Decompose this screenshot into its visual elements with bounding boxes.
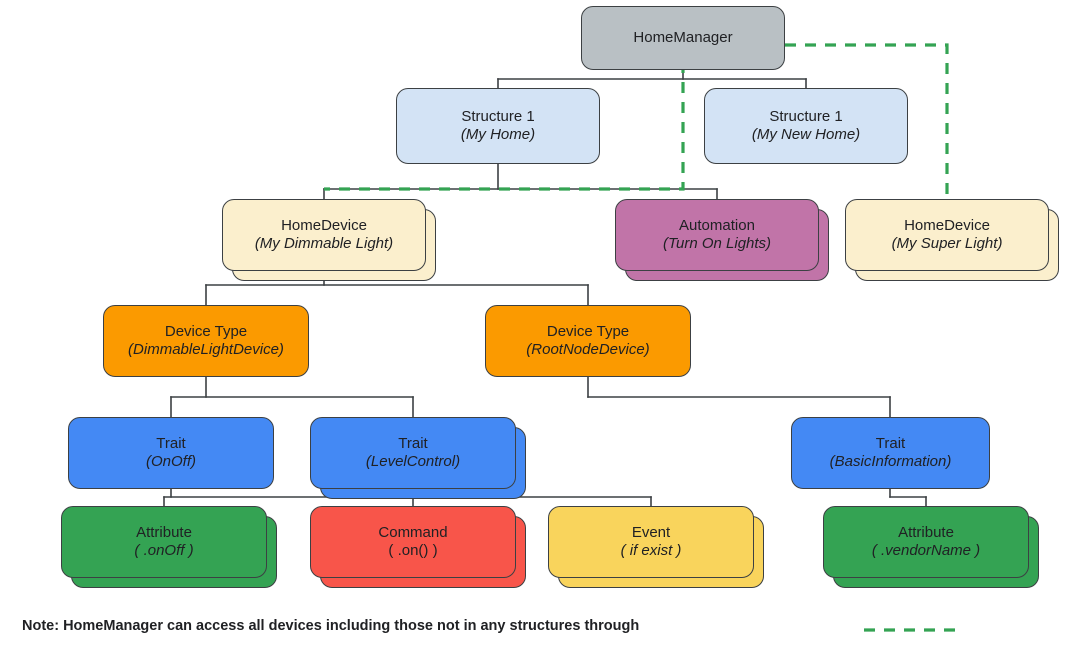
node-attribute-onoff[interactable]: Attribute ( .onOff ) bbox=[61, 506, 267, 578]
node-type-label: Event bbox=[631, 523, 671, 541]
node-type-label: Attribute bbox=[136, 523, 192, 541]
node-event-if-exist[interactable]: Event ( if exist ) bbox=[548, 506, 754, 578]
node-instance-label: (My New Home) bbox=[751, 126, 861, 143]
node-trait-levelcontrol[interactable]: Trait (LevelControl) bbox=[310, 417, 516, 489]
node-instance-label: ( if exist ) bbox=[620, 542, 682, 559]
node-type-label: Structure 1 bbox=[461, 107, 535, 125]
node-instance-label: ( .on() ) bbox=[388, 542, 438, 559]
node-instance-label: (DimmableLightDevice) bbox=[128, 341, 284, 358]
node-instance-label: (RootNodeDevice) bbox=[526, 341, 650, 358]
node-trait-basicinformation[interactable]: Trait (BasicInformation) bbox=[791, 417, 990, 489]
node-type-label: Trait bbox=[875, 434, 906, 452]
node-trait-onoff[interactable]: Trait (OnOff) bbox=[68, 417, 274, 489]
node-command-on[interactable]: Command ( .on() ) bbox=[310, 506, 516, 578]
node-automation-turn-on-lights[interactable]: Automation (Turn On Lights) bbox=[615, 199, 819, 271]
node-structure-my-home[interactable]: Structure 1 (My Home) bbox=[396, 88, 600, 164]
node-instance-label: (My Dimmable Light) bbox=[254, 235, 394, 252]
node-devicetype-rootnodedevice[interactable]: Device Type (RootNodeDevice) bbox=[485, 305, 691, 377]
node-instance-label: (BasicInformation) bbox=[829, 453, 952, 470]
node-type-label: HomeDevice bbox=[904, 216, 990, 234]
node-structure-my-new-home[interactable]: Structure 1 (My New Home) bbox=[704, 88, 908, 164]
node-type-label: Structure 1 bbox=[769, 107, 843, 125]
node-attribute-vendorname[interactable]: Attribute ( .vendorName ) bbox=[823, 506, 1029, 578]
node-homedevice-super-light[interactable]: HomeDevice (My Super Light) bbox=[845, 199, 1049, 271]
node-home-manager[interactable]: HomeManager bbox=[581, 6, 785, 70]
node-type-label: HomeManager bbox=[633, 28, 733, 46]
node-instance-label: (My Super Light) bbox=[891, 235, 1003, 252]
node-devicetype-dimmablelightdevice[interactable]: Device Type (DimmableLightDevice) bbox=[103, 305, 309, 377]
footnote-text: Note: HomeManager can access all devices… bbox=[22, 618, 640, 634]
node-type-label: Automation bbox=[679, 216, 755, 234]
node-type-label: Device Type bbox=[164, 322, 248, 340]
node-instance-label: (My Home) bbox=[460, 126, 536, 143]
node-instance-label: (LevelControl) bbox=[365, 453, 461, 470]
node-type-label: Trait bbox=[398, 434, 428, 452]
node-type-label: Trait bbox=[156, 434, 186, 452]
node-instance-label: ( .vendorName ) bbox=[871, 542, 981, 559]
node-type-label: HomeDevice bbox=[281, 216, 367, 234]
node-instance-label: ( .onOff ) bbox=[134, 542, 194, 559]
node-homedevice-dimmable[interactable]: HomeDevice (My Dimmable Light) bbox=[222, 199, 426, 271]
node-type-label: Attribute bbox=[898, 523, 954, 541]
node-type-label: Device Type bbox=[546, 322, 630, 340]
footnote-legend-dashed-line-icon bbox=[864, 628, 956, 632]
node-instance-label: (OnOff) bbox=[145, 453, 196, 470]
node-type-label: Command bbox=[378, 523, 448, 541]
node-instance-label: (Turn On Lights) bbox=[662, 235, 772, 252]
